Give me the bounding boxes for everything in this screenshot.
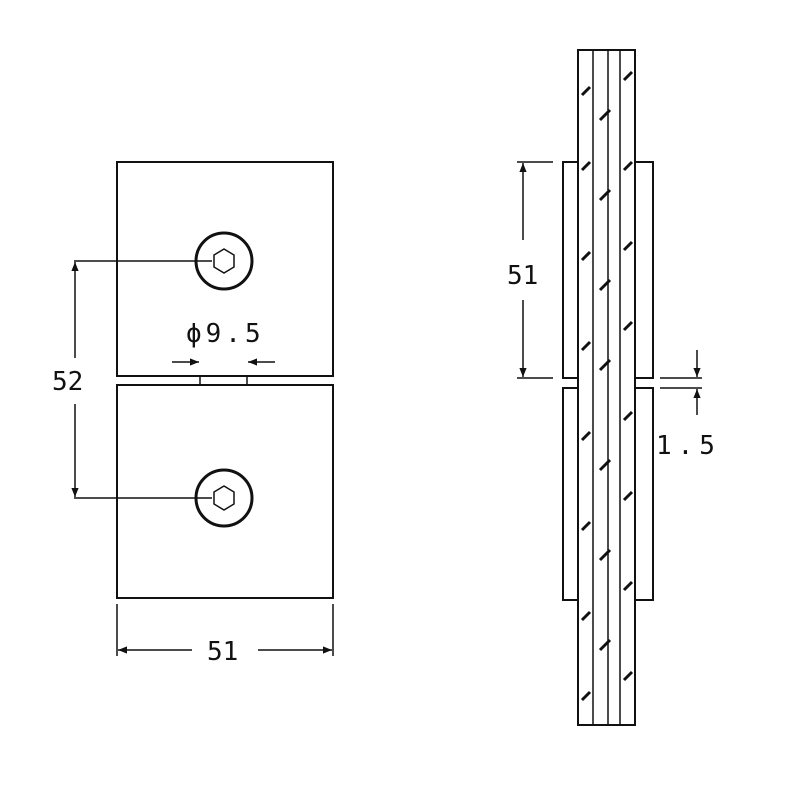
upper-hex-socket-icon (213, 248, 235, 274)
front-view (71, 161, 334, 656)
hole-diameter-label: ϕ9.5 (186, 319, 265, 349)
lower-plate (116, 384, 334, 599)
glass-hatching (580, 70, 634, 702)
front-height-label: 52 (52, 367, 83, 397)
lower-hex-socket-icon (213, 485, 235, 511)
upper-plate (116, 161, 334, 377)
front-width-label: 51 (207, 637, 238, 667)
gap-label: 1.5 (656, 431, 721, 461)
glass-panel (577, 49, 636, 726)
side-view (517, 49, 702, 726)
side-height-label: 51 (507, 261, 538, 291)
